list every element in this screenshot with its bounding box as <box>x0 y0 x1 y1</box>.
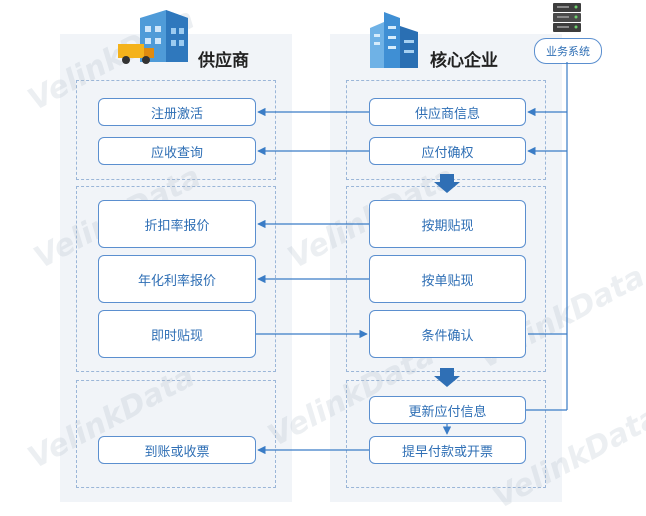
annual-rate-quote-box: 年化利率报价 <box>98 255 256 303</box>
supplier-group-onboarding <box>76 80 276 180</box>
register-activate-box: 注册激活 <box>98 98 256 126</box>
discount-rate-quote-box: 折扣率报价 <box>98 200 256 248</box>
supplier-info-box: 供应商信息 <box>369 98 526 126</box>
core-title: 核心企业 <box>430 51 498 71</box>
condition-confirm-box: 条件确认 <box>369 310 526 358</box>
bill-discount-box: 按单贴现 <box>369 255 526 303</box>
supplier-group-settlement <box>76 380 276 488</box>
received-or-invoice-box: 到账或收票 <box>98 436 256 464</box>
block-arrow-down-1 <box>434 174 460 193</box>
instant-discount-box: 即时贴现 <box>98 310 256 358</box>
early-pay-invoice-box: 提早付款或开票 <box>369 436 526 464</box>
block-arrow-down-2 <box>434 368 460 387</box>
server-icon <box>553 3 581 32</box>
core-enterprise-buildings-icon <box>370 12 418 68</box>
update-payable-box: 更新应付信息 <box>369 396 526 424</box>
receivable-query-box: 应收查询 <box>98 137 256 165</box>
business-system-box: 业务系统 <box>534 38 602 64</box>
supplier-title: 供应商 <box>198 51 249 71</box>
term-discount-box: 按期贴现 <box>369 200 526 248</box>
supplier-building-truck-icon <box>118 10 188 64</box>
payable-confirm-box: 应付确权 <box>369 137 526 165</box>
